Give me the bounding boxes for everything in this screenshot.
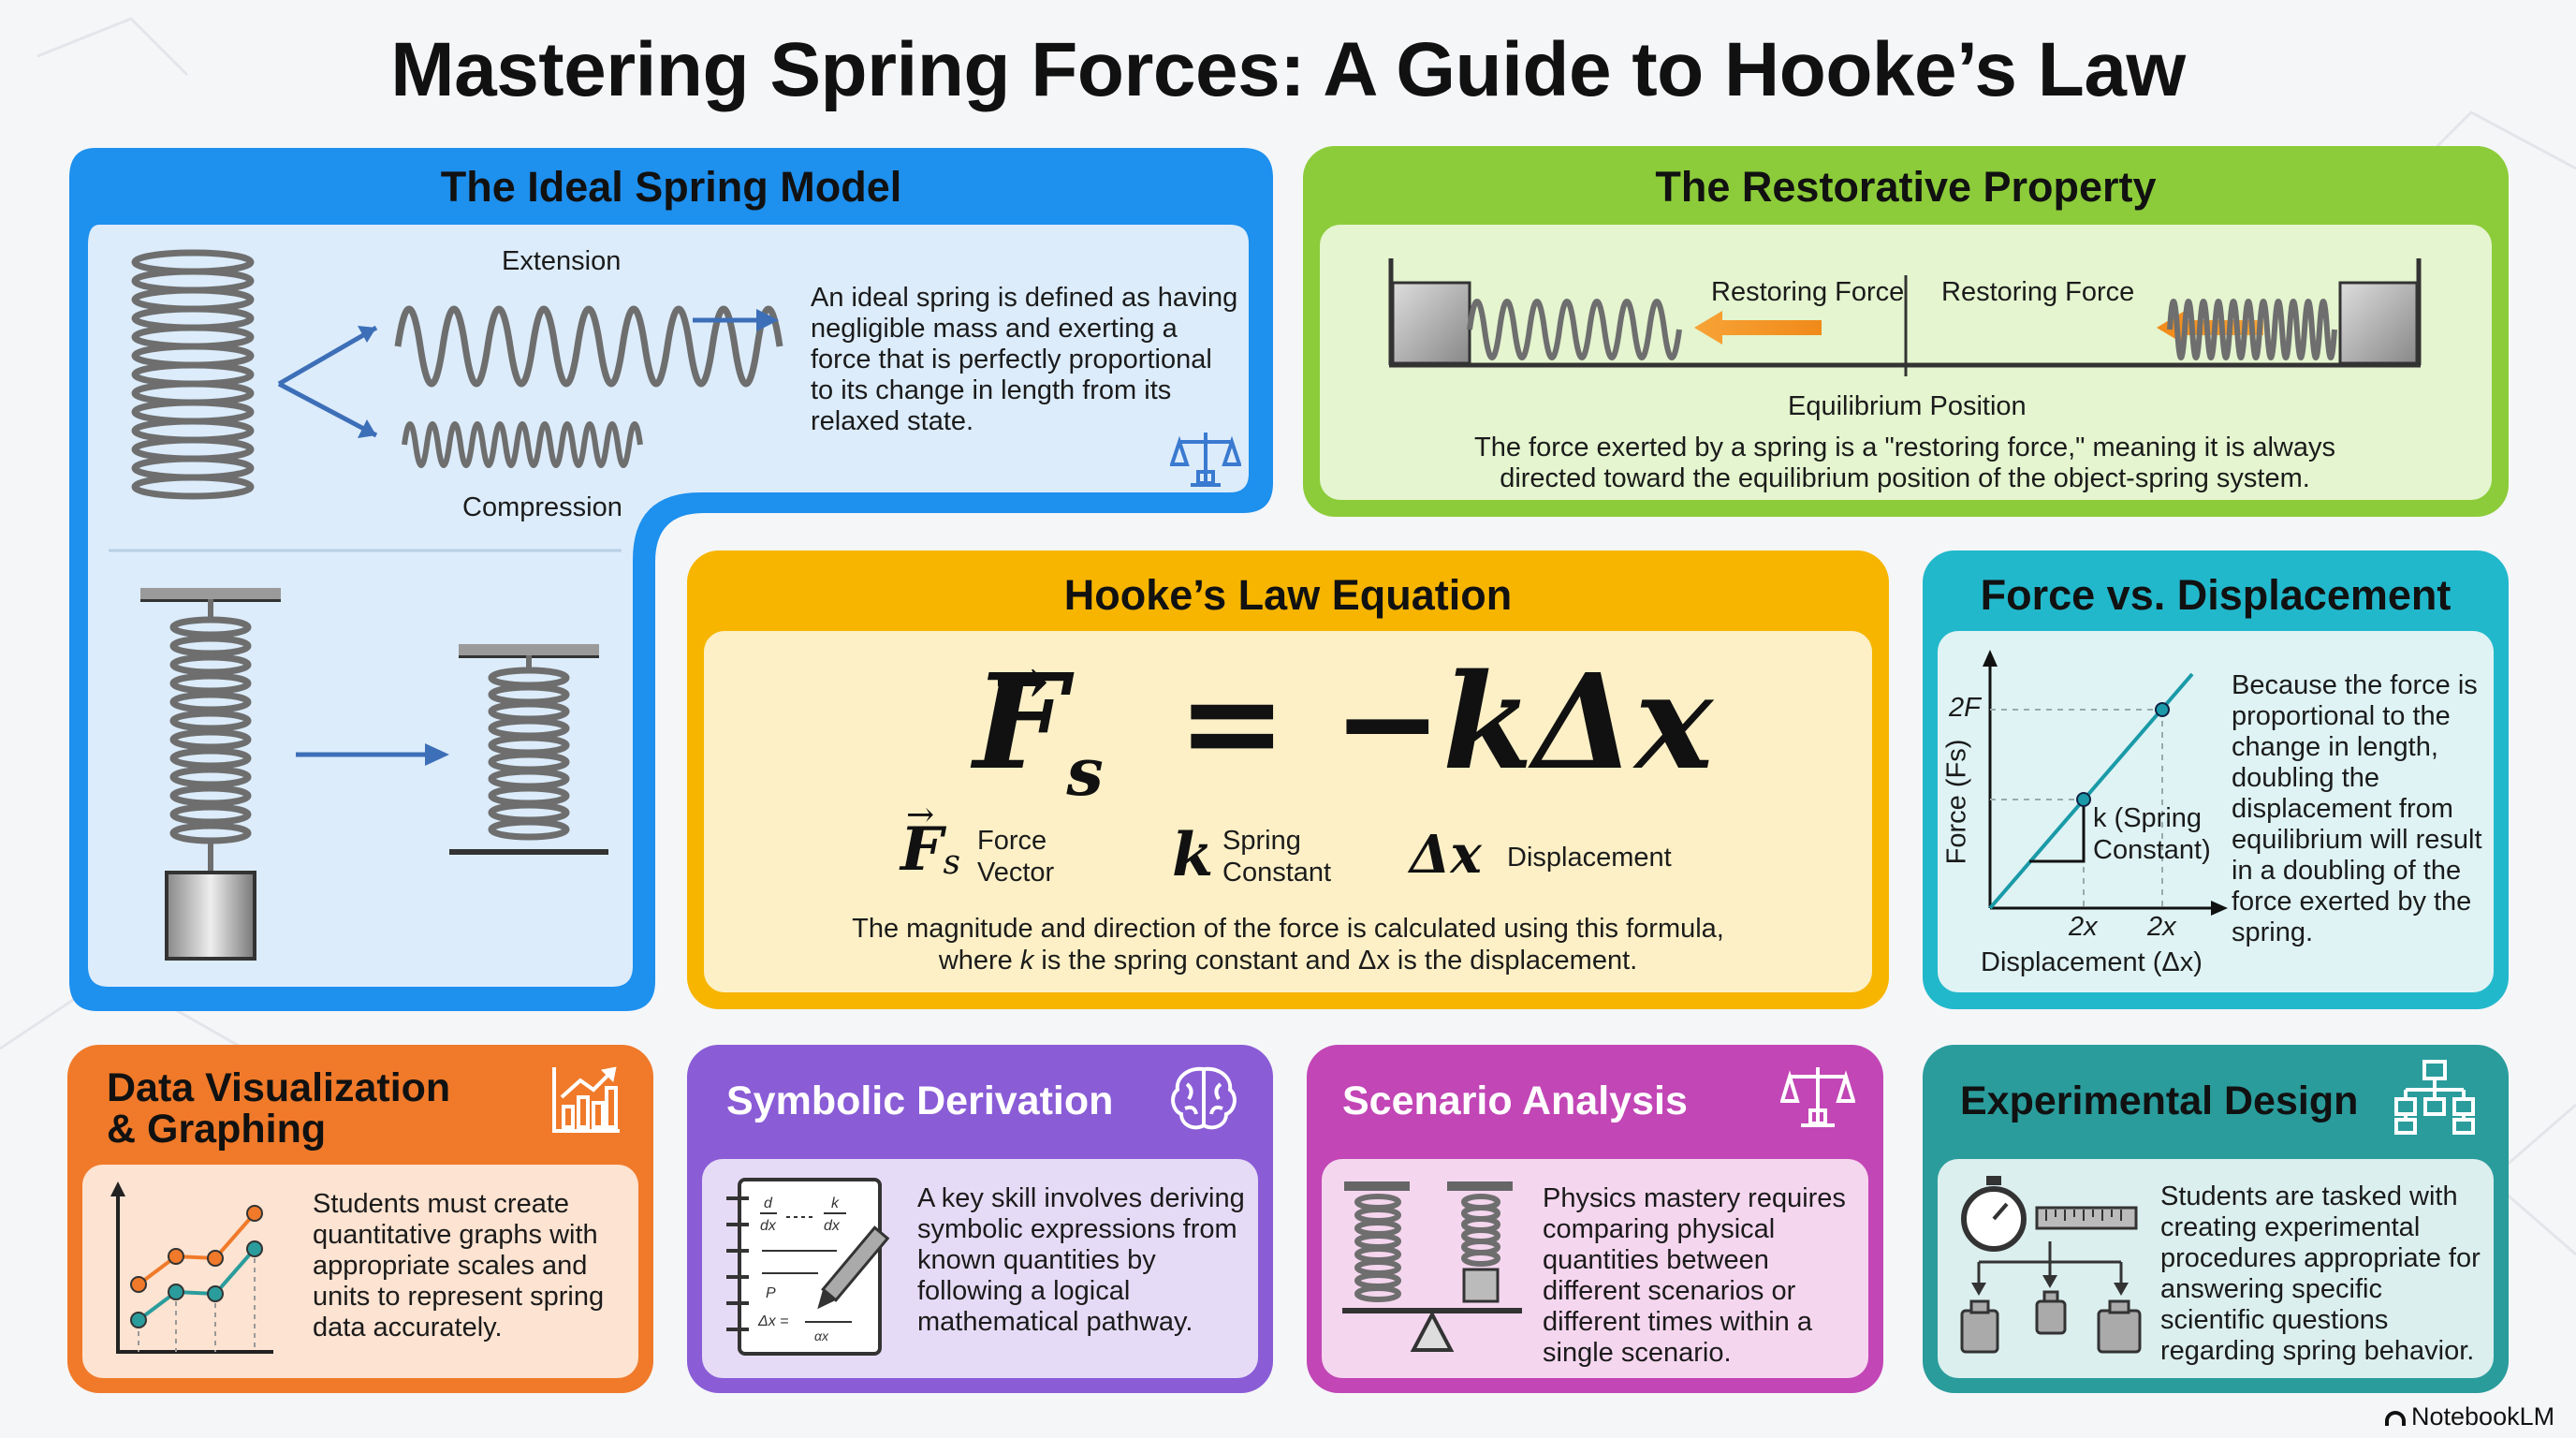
restoring-force-illustration	[1388, 258, 2422, 376]
svg-text:αx: αx	[814, 1328, 829, 1343]
graph-panel: Force vs. Displacement	[1923, 550, 2509, 1009]
legend-k-symbol: k	[1172, 820, 1214, 890]
svg-text:dx: dx	[824, 1218, 841, 1234]
legend-force-symbol: F	[900, 814, 944, 885]
dataviz-description: Students must create quantitative graphs…	[313, 1189, 605, 1343]
svg-text:P: P	[766, 1285, 776, 1301]
experimental-panel: Experimental Design	[1923, 1045, 2509, 1393]
hooke-description-line2-b: is the spring constant and Δx is the dis…	[1033, 946, 1638, 976]
restoring-force-right-label: Restoring Force	[1941, 277, 2135, 307]
spring-balance-illustration	[1342, 1181, 1522, 1352]
scale-icon	[1170, 433, 1241, 487]
restorative-description: The force exerted by a spring is a "rest…	[1474, 433, 2335, 493]
legend-force: → Fs	[900, 796, 960, 885]
hooke-description-line1: The magnitude and direction of the force…	[852, 914, 1724, 944]
restoring-force-left-label: Restoring Force	[1711, 277, 1905, 307]
legend-delta-symbol: Δx	[1410, 824, 1482, 886]
graph-inner	[1938, 631, 2494, 992]
legend-force-sub: s	[943, 844, 960, 883]
line-graph-illustration	[110, 1181, 273, 1354]
graph-x-tick-1: 2x	[2069, 912, 2098, 942]
force-displacement-graph	[1983, 650, 2228, 916]
graph-slope-label-1: k (Spring	[2093, 803, 2203, 833]
flowchart-icon	[2394, 1060, 2475, 1135]
scenario-description: Physics mastery requires comparing physi…	[1543, 1183, 1846, 1368]
legend-delta-label: Displacement	[1507, 843, 1672, 873]
restorative-title: The Restorative Property	[1655, 163, 2157, 211]
legend-force-label-1: Force	[977, 826, 1047, 856]
hooke-panel: Hooke’s Law Equation	[687, 550, 1889, 1009]
legend-k-label-1: Spring	[1222, 826, 1301, 856]
experiment-setup-illustration	[1960, 1176, 2142, 1354]
scale-icon-scenario	[1780, 1067, 1855, 1127]
equation-force-symbol: F	[973, 646, 1067, 800]
bar-chart-icon	[552, 1066, 620, 1133]
hooke-title: Hooke’s Law Equation	[1063, 571, 1513, 619]
notebook-illustration: d dx k dx P Δx = αx	[726, 1178, 890, 1356]
hooke-inner	[704, 631, 1872, 992]
scenario-inner	[1322, 1159, 1868, 1378]
compression-label: Compression	[462, 492, 622, 522]
equilibrium-label: Equilibrium Position	[1788, 391, 2027, 421]
symbolic-title: Symbolic Derivation	[726, 1078, 1114, 1123]
hooke-equation: → Fs = −kΔx	[973, 642, 1714, 811]
hooke-description-line2: where k is the spring constant and Δx is…	[781, 946, 1795, 976]
experimental-description: Students are tasked with creating experi…	[2160, 1181, 2481, 1366]
svg-text:Δx =: Δx =	[757, 1313, 789, 1329]
brain-icon	[1171, 1066, 1237, 1130]
notebooklm-logo-icon	[2385, 1410, 2406, 1426]
experimental-inner	[1938, 1159, 2494, 1378]
svg-text:dx: dx	[760, 1218, 777, 1234]
ideal-spring-title: The Ideal Spring Model	[440, 163, 902, 211]
graph-slope-label-2: Constant)	[2093, 835, 2211, 865]
ideal-spring-description: An ideal spring is defined as having neg…	[811, 283, 1238, 436]
legend-force-label-2: Vector	[977, 858, 1055, 888]
ideal-spring-panel-frame	[69, 148, 1273, 1011]
page-title: Mastering Spring Forces: A Guide to Hook…	[390, 27, 2186, 112]
dataviz-title-line2: & Graphing	[107, 1107, 327, 1152]
notebooklm-text: NotebookLM	[2411, 1402, 2555, 1431]
hooke-description-line2-a: where	[938, 946, 1020, 976]
equation-rhs: = −kΔx	[1177, 646, 1714, 800]
graph-description: Because the force is proportional to the…	[2232, 670, 2482, 947]
graph-y-label: Force (Fs)	[1941, 739, 1972, 865]
symbolic-description: A key skill involves deriving symbolic e…	[917, 1183, 1245, 1337]
spring-extension-compression-illustration	[131, 249, 783, 500]
graph-y-tick: 2F	[1949, 693, 1981, 723]
experimental-title: Experimental Design	[1960, 1078, 2359, 1123]
ideal-spring-panel: The Ideal Spring Model	[67, 146, 1275, 221]
hanging-spring-illustration	[140, 588, 608, 961]
svg-text:k: k	[831, 1196, 840, 1211]
graph-x-tick-2: 2x	[2147, 912, 2176, 942]
scenario-title: Scenario Analysis	[1342, 1078, 1688, 1123]
svg-text:d: d	[764, 1196, 773, 1211]
restorative-panel: The Restorative Property	[1303, 146, 2509, 517]
dataviz-title-line1: Data Visualization	[107, 1065, 451, 1110]
legend-k-label-2: Constant	[1222, 858, 1332, 888]
graph-title: Force vs. Displacement	[1980, 571, 2452, 619]
hooke-description-k: k	[1019, 946, 1034, 976]
equation-force-subscript: s	[1066, 733, 1104, 811]
notebooklm-brand: NotebookLM	[2385, 1402, 2554, 1431]
graph-x-label: Displacement (Δx)	[1981, 947, 2203, 977]
extension-label: Extension	[502, 246, 622, 276]
